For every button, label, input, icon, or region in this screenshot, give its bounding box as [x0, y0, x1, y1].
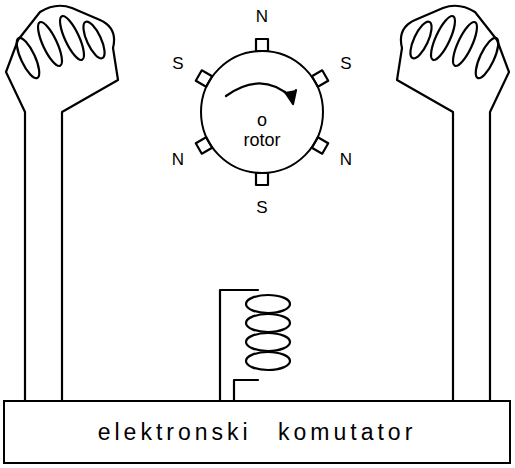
pole-piece — [196, 70, 212, 86]
box-label: elektronski komutator — [98, 418, 417, 446]
pole-letter: N — [340, 150, 352, 170]
pole-piece — [196, 137, 212, 153]
pole-letter: S — [172, 54, 183, 74]
pole-letter: N — [172, 150, 184, 170]
right-winding — [397, 6, 509, 400]
pole-letter: S — [340, 54, 351, 74]
rotor-label: rotor — [243, 130, 280, 150]
rotor-poles — [196, 39, 328, 185]
commutator-box: elektronski komutator — [3, 400, 511, 464]
pole-letter: N — [256, 7, 268, 27]
left-winding — [6, 6, 118, 400]
arrow-head — [285, 90, 296, 104]
pole-piece — [312, 137, 328, 153]
rotor-circle: orotor — [200, 50, 324, 174]
pole-piece — [256, 173, 268, 185]
pole-letter: S — [256, 198, 267, 218]
sensor-coil — [220, 290, 290, 400]
rotation-arrow — [226, 83, 292, 98]
pole-piece — [312, 70, 328, 86]
shaft-mark: o — [257, 110, 267, 130]
